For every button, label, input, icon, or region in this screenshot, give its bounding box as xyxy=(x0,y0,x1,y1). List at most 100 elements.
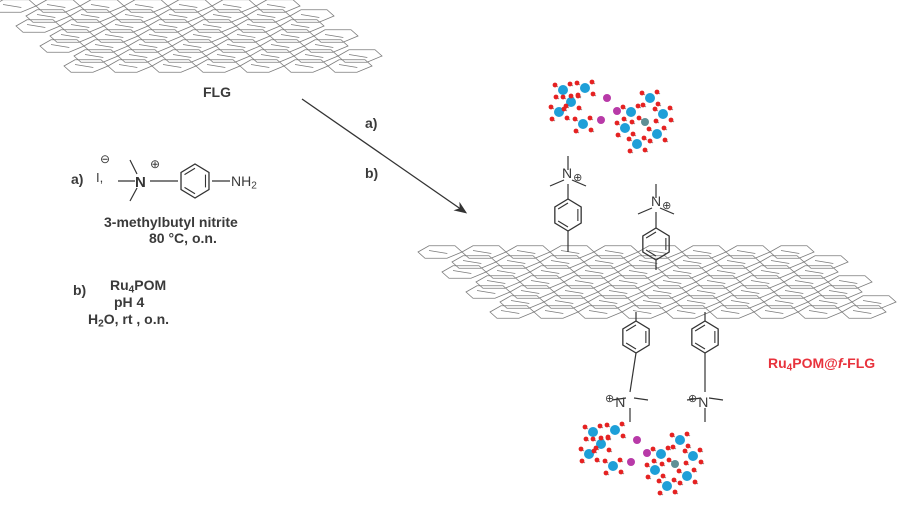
aromatic-bond xyxy=(192,34,212,38)
ru-atom xyxy=(596,439,606,449)
aromatic-bond xyxy=(808,310,828,314)
oxygen-atom xyxy=(574,80,580,86)
oxygen-atom xyxy=(671,477,677,483)
product-ru: Ru xyxy=(768,355,787,371)
oxygen-atom xyxy=(568,93,574,99)
double-bond xyxy=(557,220,569,228)
oxygen-atom xyxy=(666,457,672,463)
aromatic-bond xyxy=(618,280,638,284)
si-atom xyxy=(671,460,679,468)
ammonium-n: N xyxy=(651,193,662,209)
arrow-step-a-label: a) xyxy=(365,115,378,131)
aromatic-bond xyxy=(530,280,550,284)
aromatic-bond xyxy=(652,290,672,294)
aromatic-bond xyxy=(516,250,536,254)
n-methyl-bond xyxy=(549,179,565,187)
aromatic-bond xyxy=(206,64,226,68)
aromatic-bond xyxy=(304,54,324,58)
aromatic-bond xyxy=(632,310,652,314)
aromatic-bond xyxy=(770,260,790,264)
aromatic-bond xyxy=(428,250,448,254)
ru-atom xyxy=(558,85,568,95)
aromatic-bond xyxy=(814,260,834,264)
aromatic-bond xyxy=(148,34,168,38)
oxygen-atom xyxy=(588,127,594,133)
p-atom xyxy=(603,94,611,102)
oxygen-atom xyxy=(646,126,652,132)
ammonium-charge: ⊕ xyxy=(688,393,698,405)
aromatic-bond xyxy=(294,64,314,68)
hexagon-ring xyxy=(817,285,863,299)
oxygen-atom xyxy=(667,105,673,111)
si-atom xyxy=(641,118,649,126)
oxygen-atom xyxy=(589,79,595,85)
aromatic-bond xyxy=(716,270,736,274)
aromatic-bond xyxy=(682,260,702,264)
oxygen-atom xyxy=(618,469,624,475)
oxygen-atom xyxy=(697,447,703,453)
aromatic-bond xyxy=(314,44,334,48)
aromatic-bond xyxy=(300,14,320,18)
reagent-benzene-ring xyxy=(180,163,210,199)
hexagon-ring xyxy=(337,49,383,63)
oxygen-atom xyxy=(614,120,620,126)
ru-atom xyxy=(650,465,660,475)
amine-nh: NH xyxy=(231,173,252,189)
ru-atom xyxy=(675,435,685,445)
p-atom xyxy=(633,436,641,444)
n-methyl-bond xyxy=(686,397,702,401)
oxygen-atom xyxy=(698,459,704,465)
oxygen-atom xyxy=(576,105,582,111)
oxygen-atom xyxy=(636,115,642,121)
step-b-reagent: Ru4POM xyxy=(110,277,166,296)
oxygen-atom xyxy=(653,118,659,124)
oxygen-atom xyxy=(650,446,656,452)
aromatic-bond xyxy=(804,270,824,274)
aromatic-bond xyxy=(604,250,624,254)
oxygen-atom xyxy=(669,432,675,438)
oxygen-atom xyxy=(642,147,648,153)
aromatic-bond xyxy=(250,64,270,68)
aromatic-bond xyxy=(74,64,94,68)
hexagon-ring xyxy=(841,305,887,319)
aromatic-bond xyxy=(500,310,520,314)
aromatic-bond xyxy=(266,4,286,8)
oxygen-atom xyxy=(672,489,678,495)
aromatic-bond xyxy=(784,290,804,294)
oxygen-atom xyxy=(572,116,578,122)
oxygen-atom xyxy=(647,138,653,144)
oxygen-atom xyxy=(660,473,666,479)
oxygen-atom xyxy=(578,446,584,452)
oxygen-atom xyxy=(579,458,585,464)
ru-atom xyxy=(584,449,594,459)
aromatic-bond xyxy=(324,34,344,38)
oxygen-atom xyxy=(594,457,600,463)
ru-atom xyxy=(588,427,598,437)
aromatic-bond xyxy=(128,54,148,58)
hexagon-ring xyxy=(255,0,301,13)
n-methyl-bond xyxy=(129,187,138,202)
oxygen-atom xyxy=(560,94,566,100)
step-b-ph: pH 4 xyxy=(114,294,145,310)
oxygen-atom xyxy=(683,460,689,466)
oxygen-atom xyxy=(651,458,657,464)
product-suffix: -FLG xyxy=(842,355,876,371)
aromatic-bond xyxy=(862,300,882,304)
oxygen-atom xyxy=(656,478,662,484)
step-b-pom: POM xyxy=(134,277,167,293)
aryl-n-bond xyxy=(629,352,637,393)
aromatic-bond xyxy=(462,260,482,264)
double-bond xyxy=(184,167,196,176)
aromatic-bond xyxy=(216,54,236,58)
oxygen-atom xyxy=(630,131,636,137)
oxygen-atom xyxy=(597,423,603,429)
aromatic-bond xyxy=(158,24,178,28)
step-b-solvent: H2O, rt , o.n. xyxy=(88,311,169,330)
ru-atom xyxy=(632,139,642,149)
oxygen-atom xyxy=(548,104,554,110)
ru-atom xyxy=(658,109,668,119)
aromatic-bond xyxy=(90,4,110,8)
aromatic-bond xyxy=(672,270,692,274)
p-atom xyxy=(627,458,635,466)
oxygen-atom xyxy=(662,137,668,143)
